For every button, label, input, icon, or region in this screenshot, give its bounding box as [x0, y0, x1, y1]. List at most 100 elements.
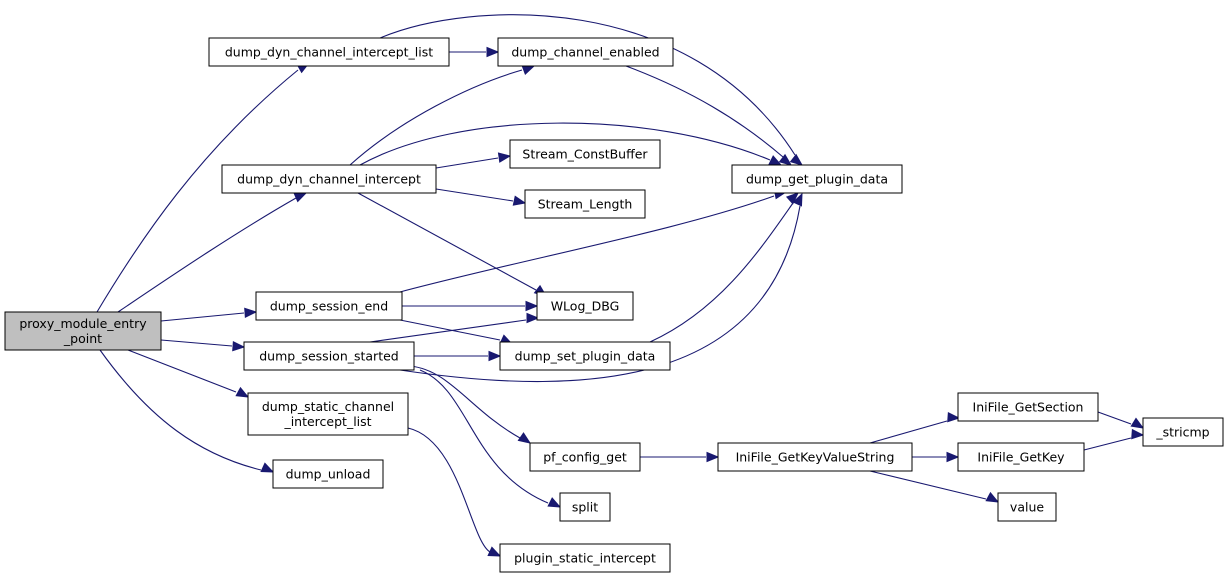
node-pf-config-get[interactable]: pf_config_get — [529, 442, 641, 472]
edge-line — [435, 188, 514, 202]
edge-line — [435, 157, 499, 169]
node-dump-unload[interactable]: dump_unload — [272, 459, 384, 489]
node-label: _point — [63, 331, 102, 346]
node-box — [957, 392, 1099, 422]
node-dump-session-started[interactable]: dump_session_started — [243, 341, 415, 371]
edge-line — [419, 369, 549, 504]
node-inifile-getkeyvaluestring[interactable]: IniFile_GetKeyValueString — [717, 442, 913, 472]
node-plugin-static-intercept[interactable]: plugin_static_intercept — [499, 543, 671, 573]
edge-proxy-module-entry-point-to-dump-unload — [99, 349, 275, 473]
arrowhead-icon — [525, 300, 539, 312]
edge-line — [127, 349, 237, 393]
node-dump-static-channel-intercept-list[interactable]: dump_static_channel_intercept_list — [247, 392, 409, 436]
node-label: dump_dyn_channel_intercept_list — [225, 45, 433, 60]
node-box — [524, 189, 646, 219]
arrowhead-icon — [497, 152, 512, 163]
edge-dump-dyn-channel-intercept-list-to-dump-get-plugin-data — [379, 14, 804, 166]
node-split[interactable]: split — [559, 492, 611, 522]
edge-line — [379, 14, 796, 156]
node-label: plugin_static_intercept — [514, 551, 656, 566]
arrowhead-icon — [244, 307, 258, 319]
node-box — [243, 341, 415, 371]
edge-line — [160, 312, 245, 322]
arrowhead-icon — [1131, 428, 1145, 440]
arrowhead-icon — [985, 491, 1000, 503]
edge-line — [99, 349, 262, 471]
edge-line — [869, 420, 948, 444]
edge-inifile-getkeyvaluestring-to-value — [869, 470, 1000, 503]
node-box — [559, 492, 611, 522]
edge-line — [625, 65, 784, 158]
node-dump-session-end[interactable]: dump_session_end — [255, 291, 403, 321]
node-stream-length[interactable]: Stream_Length — [524, 189, 646, 219]
edge-line — [1083, 437, 1132, 451]
edge-dump-dyn-channel-intercept-to-dump-channel-enabled — [349, 65, 536, 166]
node-box — [536, 291, 634, 321]
node-dump-dyn-channel-intercept-list[interactable]: dump_dyn_channel_intercept_list — [208, 37, 450, 67]
node-box — [4, 311, 162, 351]
node-dump-channel-enabled[interactable]: dump_channel_enabled — [497, 37, 674, 67]
node-dump-get-plugin-data[interactable]: dump_get_plugin_data — [731, 164, 903, 194]
arrowhead-icon — [486, 46, 500, 58]
edge-dump-session-end-to-dump-set-plugin-data — [399, 319, 514, 345]
node-label: proxy_module_entry — [19, 316, 147, 331]
node-label: dump_unload — [286, 467, 371, 482]
node-dump-set-plugin-data[interactable]: dump_set_plugin_data — [499, 341, 671, 371]
arrowhead-icon — [235, 386, 250, 398]
node-label: dump_get_plugin_data — [746, 172, 888, 187]
arrowhead-icon — [768, 155, 783, 166]
function-nodes: proxy_module_entry_point dump_dyn_channel… — [4, 37, 1224, 573]
arrowhead-icon — [789, 153, 804, 166]
node-stricmp[interactable]: _stricmp — [1142, 417, 1224, 447]
edge-pf-config-get-to-inifile-getkeyvaluestring — [640, 451, 720, 463]
node-label: IniFile_GetKey — [977, 450, 1065, 465]
edge-dump-session-started-to-dump-set-plugin-data — [414, 350, 502, 362]
edge-dump-set-plugin-data-to-dump-get-plugin-data — [649, 192, 799, 343]
node-box — [272, 459, 384, 489]
edge-inifile-getkey-to--stricmp — [1083, 428, 1145, 451]
edge-line — [117, 197, 297, 313]
node-box — [497, 37, 674, 67]
node-label: Stream_ConstBuffer — [522, 147, 648, 162]
node-proxy-module-entry-point[interactable]: proxy_module_entry_point — [4, 311, 162, 351]
arrowhead-icon — [512, 195, 527, 206]
edge-dump-session-started-to-split — [419, 369, 562, 508]
node-box — [717, 442, 913, 472]
arrowhead-icon — [526, 312, 540, 324]
edge-inifile-getkeyvaluestring-to-inifile-getkey — [912, 451, 960, 463]
node-label: dump_session_started — [259, 349, 398, 364]
edge-line — [369, 319, 527, 343]
node-label: _intercept_list — [283, 414, 371, 429]
arrowhead-icon — [547, 497, 562, 508]
node-value[interactable]: value — [997, 492, 1057, 522]
node-inifile-getsection[interactable]: IniFile_GetSection — [957, 392, 1099, 422]
edge-dump-session-started-to-wlog-dbg — [369, 312, 540, 343]
arrowhead-icon — [517, 432, 532, 444]
node-inifile-getkey[interactable]: IniFile_GetKey — [957, 442, 1085, 472]
arrowhead-icon — [778, 153, 793, 166]
edge-dump-dyn-channel-intercept-to-wlog-dbg — [357, 192, 548, 297]
arrowhead-icon — [792, 192, 803, 207]
edge-dump-channel-enabled-to-dump-get-plugin-data — [625, 65, 793, 166]
arrowhead-icon — [488, 350, 502, 362]
arrowhead-icon — [785, 192, 799, 205]
edge-inifile-getsection-to--stricmp — [1097, 411, 1145, 429]
arrowhead-icon — [947, 411, 961, 423]
edge-dump-dyn-channel-intercept-to-stream-constbuffer — [435, 152, 512, 169]
node-stream-constbuffer[interactable]: Stream_ConstBuffer — [509, 139, 661, 169]
call-edges — [96, 14, 1145, 557]
arrowhead-icon — [946, 451, 960, 463]
edge-line — [160, 339, 233, 347]
arrowhead-icon — [232, 340, 246, 352]
node-wlog-dbg[interactable]: WLog_DBG — [536, 291, 634, 321]
edge-proxy-module-entry-point-to-dump-static-channel-intercept-list — [127, 349, 250, 398]
arrowhead-icon — [260, 462, 275, 473]
edge-line — [869, 470, 987, 500]
node-box — [255, 291, 403, 321]
arrowhead-icon — [1130, 417, 1145, 429]
node-dump-dyn-channel-intercept[interactable]: dump_dyn_channel_intercept — [221, 164, 437, 194]
node-box — [1142, 417, 1224, 447]
edge-line — [399, 195, 775, 293]
node-box — [221, 164, 437, 194]
edge-line — [649, 202, 794, 343]
